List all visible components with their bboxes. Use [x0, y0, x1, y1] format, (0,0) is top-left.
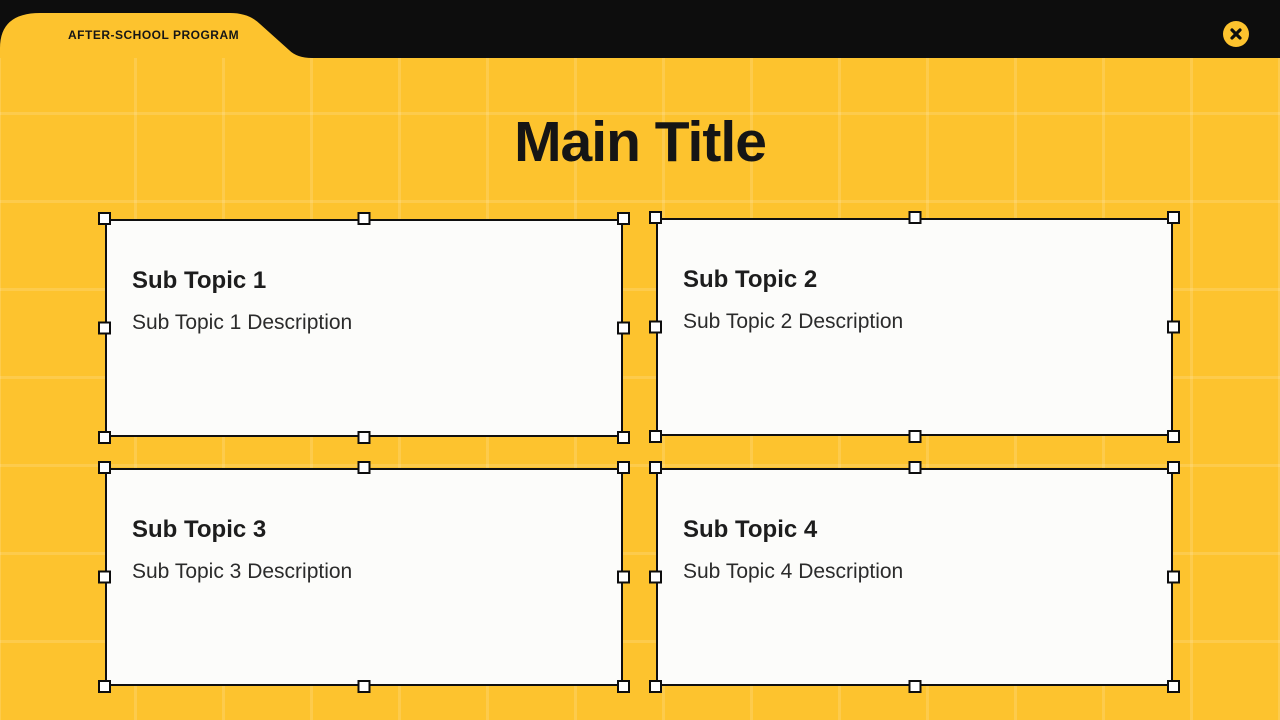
resize-handle-bottom-left[interactable] — [649, 430, 662, 443]
resize-handle-bottom-left[interactable] — [98, 431, 111, 444]
card-description: Sub Topic 2 Description — [683, 310, 904, 333]
card-title: Sub Topic 1 — [132, 267, 267, 294]
resize-handle-top-right[interactable] — [1167, 211, 1180, 224]
resize-handle-middle-left[interactable] — [98, 321, 111, 335]
resize-handle-top-middle[interactable] — [357, 212, 371, 225]
resize-handle-middle-left[interactable] — [649, 570, 662, 584]
resize-handle-top-middle[interactable] — [908, 211, 921, 224]
close-icon — [1230, 28, 1242, 40]
resize-handle-top-right[interactable] — [617, 212, 630, 225]
top-bar: AFTER-SCHOOL PROGRAM — [0, 0, 1280, 58]
resize-handle-top-left[interactable] — [649, 211, 662, 224]
subtopic-card-1[interactable]: Sub Topic 1 Sub Topic 1 Description — [98, 212, 630, 444]
resize-handle-bottom-middle[interactable] — [908, 430, 921, 443]
close-button[interactable] — [1223, 21, 1249, 47]
subtopic-card-3[interactable]: Sub Topic 3 Sub Topic 3 Description — [98, 461, 630, 693]
program-tab — [0, 13, 312, 58]
resize-handle-bottom-left[interactable] — [649, 680, 662, 693]
card-description: Sub Topic 1 Description — [132, 311, 353, 334]
card-title: Sub Topic 2 — [683, 266, 818, 293]
card-title: Sub Topic 3 — [132, 516, 267, 543]
card-title: Sub Topic 4 — [683, 516, 818, 543]
resize-handle-bottom-right[interactable] — [617, 431, 630, 444]
resize-handle-bottom-middle[interactable] — [357, 431, 371, 444]
resize-handle-top-left[interactable] — [649, 461, 662, 474]
resize-handle-middle-left[interactable] — [98, 570, 111, 584]
subtopic-card-2[interactable]: Sub Topic 2 Sub Topic 2 Description — [649, 211, 1180, 443]
subtopic-card-4[interactable]: Sub Topic 4 Sub Topic 4 Description — [649, 461, 1180, 693]
resize-handle-bottom-right[interactable] — [617, 680, 630, 693]
resize-handle-top-middle[interactable] — [357, 461, 371, 474]
resize-handle-middle-left[interactable] — [649, 320, 662, 334]
card-description: Sub Topic 3 Description — [132, 560, 353, 583]
resize-handle-middle-right[interactable] — [617, 321, 630, 335]
program-tab-label: AFTER-SCHOOL PROGRAM — [68, 28, 240, 42]
resize-handle-middle-right[interactable] — [1167, 570, 1180, 584]
resize-handle-bottom-right[interactable] — [1167, 680, 1180, 693]
resize-handle-top-right[interactable] — [617, 461, 630, 474]
resize-handle-bottom-middle[interactable] — [357, 680, 371, 693]
resize-handle-middle-right[interactable] — [617, 570, 630, 584]
resize-handle-top-middle[interactable] — [908, 461, 921, 474]
resize-handle-bottom-middle[interactable] — [908, 680, 921, 693]
resize-handle-top-left[interactable] — [98, 212, 111, 225]
resize-handle-top-right[interactable] — [1167, 461, 1180, 474]
resize-handle-middle-right[interactable] — [1167, 320, 1180, 334]
resize-handle-bottom-right[interactable] — [1167, 430, 1180, 443]
card-description: Sub Topic 4 Description — [683, 560, 904, 583]
resize-handle-top-left[interactable] — [98, 461, 111, 474]
resize-handle-bottom-left[interactable] — [98, 680, 111, 693]
slide-title[interactable]: Main Title — [514, 110, 767, 174]
